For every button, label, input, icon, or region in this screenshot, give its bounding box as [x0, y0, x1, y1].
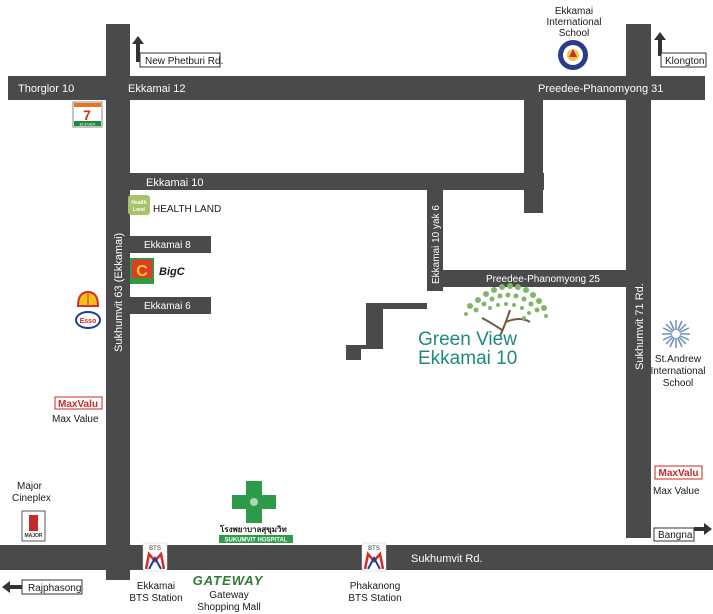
direction-box: [653, 527, 695, 542]
direction-box: [660, 52, 707, 68]
label-st-andrew-1: St.Andrew: [655, 354, 702, 365]
label-st-andrew-2: International: [650, 366, 705, 377]
landmark-seven-eleven: 7 ELEVEN: [72, 101, 103, 128]
major-logo-text: MAJOR: [24, 533, 42, 539]
direction-label-klongton: Klongton: [665, 56, 704, 67]
direction-box: [139, 52, 221, 68]
road-ekkamai6: [126, 297, 211, 314]
road-label-ekkamai10-yak6: Ekkamai 10 yak 6: [431, 205, 442, 284]
st-andrew-logo-icon: [658, 318, 694, 350]
direction-klongton: Klongton: [654, 32, 707, 68]
esso-logo-text: Esso: [80, 318, 97, 325]
landmark-max-value-left: MaxValu Max Value: [52, 396, 103, 425]
esso-logo-icon: [75, 311, 101, 329]
maxvalu-logo-icon: [654, 465, 703, 480]
bts-logo-text: BTS: [368, 546, 380, 552]
road-label-sukhumvit63: Sukhumvit 63 (Ekkamai): [113, 233, 125, 352]
landmark-max-value-right: MaxValu Max Value: [653, 465, 703, 497]
road-label-sukhumvit: Sukhumvit Rd.: [411, 553, 483, 565]
seven-eleven-sub: ELEVEN: [80, 122, 96, 127]
road-ekkamai10-yak6-extension: [346, 287, 443, 360]
road-label-preedee25: Preedee-Phanomyong 25: [486, 274, 600, 285]
label-health-land: HEALTH LAND: [153, 204, 221, 215]
landmark-ekkamai-international-school: Ekkamai International School: [546, 6, 602, 70]
road-sukhumvit: [0, 545, 713, 570]
direction-rajphasong: Rajphasong: [2, 579, 83, 595]
bts-logo-text: BTS: [149, 546, 161, 552]
label-gateway-1: Gateway: [209, 590, 248, 601]
maxvalu-logo-text: MaxValu: [58, 399, 98, 410]
landmark-gateway: GATEWAY Gateway Shopping Mall: [193, 573, 264, 613]
road-ekkamai10: [126, 173, 544, 190]
label-max-value-right: Max Value: [653, 486, 700, 497]
road-label-ekkamai8: Ekkamai 8: [144, 240, 191, 251]
direction-bangna: Bangna: [653, 523, 712, 542]
arrow-left-icon: [2, 581, 22, 593]
project-name-line2: Ekkamai 10: [418, 348, 517, 369]
gateway-logo-text: GATEWAY: [193, 573, 264, 588]
direction-label-new-phetburi: New Phetburi Rd.: [145, 56, 223, 67]
road-ekkamai8: [126, 236, 211, 253]
label-ekkamai-school-3: School: [559, 28, 590, 39]
arrow-up-icon: [654, 32, 666, 56]
road-ekkamai10-connector: [524, 96, 543, 213]
landmark-st-andrew: St.Andrew International School: [650, 318, 706, 389]
school-crest-icon: [558, 40, 588, 70]
direction-box: [21, 579, 83, 595]
label-major-2: Cineplex: [12, 493, 51, 504]
label-ekkamai-bts-1: Ekkamai: [137, 581, 175, 592]
hospital-thai-name: โรงพยาบาลสุขุมวิท: [219, 524, 287, 535]
label-phakanong-bts-1: Phakanong: [350, 581, 401, 592]
road-label-ekkamai6: Ekkamai 6: [144, 301, 191, 312]
road-label-ekkamai10: Ekkamai 10: [146, 177, 203, 189]
landmark-sukhumvit-hospital: โรงพยาบาลสุขุมวิท SUKUMVIT HOSPITAL: [219, 481, 293, 544]
arrow-right-icon: [694, 523, 712, 535]
label-ekkamai-school-1: Ekkamai: [555, 6, 593, 17]
label-gateway-2: Shopping Mall: [197, 602, 260, 613]
label-ekkamai-school-2: International: [546, 17, 601, 28]
road-network: [0, 24, 713, 580]
project-green-view: Green View Ekkamai 10: [418, 283, 548, 369]
landmark-bigc: C BigC: [130, 258, 186, 284]
maxvalu-logo-text-right: MaxValu: [658, 468, 698, 479]
landmark-ekkamai-bts: BTS Ekkamai BTS Station: [129, 542, 183, 604]
landmark-health-land: Health Land HEALTH LAND: [128, 195, 221, 215]
label-st-andrew-3: School: [663, 378, 694, 389]
label-ekkamai-bts-2: BTS Station: [129, 593, 182, 604]
landmark-phakanong-bts: BTS Phakanong BTS Station: [348, 542, 402, 604]
tree-icon: [464, 283, 548, 337]
label-bigc: BigC: [159, 266, 186, 278]
road-label-preedee31: Preedee-Phanomyong 31: [538, 83, 663, 95]
seven-eleven-numeral: 7: [83, 107, 91, 123]
health-land-logo-text-1: Health: [131, 200, 146, 206]
road-label-sukhumvit71: Sukhumvit 71 Rd.: [634, 283, 646, 370]
health-land-logo-text-2: Land: [133, 207, 145, 213]
maxvalu-logo-icon: [54, 396, 103, 410]
hospital-en-name: SUKUMVIT HOSPITAL: [225, 538, 288, 544]
landmark-major-cineplex: Major Cineplex MAJOR: [12, 481, 51, 542]
direction-new-phetburi: New Phetburi Rd.: [132, 36, 223, 68]
bts-logo-icon: BTS: [142, 542, 168, 572]
direction-label-bangna: Bangna: [658, 530, 693, 541]
label-phakanong-bts-2: BTS Station: [348, 593, 401, 604]
hospital-en-bar: [219, 535, 293, 543]
health-land-logo-icon: [128, 195, 150, 215]
bts-logo-icon: BTS: [361, 542, 387, 572]
arrow-up-icon: [132, 36, 144, 62]
direction-label-rajphasong: Rajphasong: [28, 583, 81, 594]
road-label-thorglor: Thorglor 10: [18, 83, 74, 95]
road-sukhumvit71: [626, 24, 651, 538]
label-major-1: Major: [17, 481, 43, 492]
road-label-ekkamai12: Ekkamai 12: [128, 83, 185, 95]
landmark-esso: Esso: [75, 311, 101, 329]
project-name-line1: Green View: [418, 329, 517, 350]
label-max-value-left: Max Value: [52, 414, 99, 425]
landmark-shell: [76, 290, 100, 307]
road-ekkamai10-yak6: [427, 187, 443, 291]
road-preedee25: [427, 270, 630, 287]
bigc-logo-letter: C: [136, 263, 148, 280]
